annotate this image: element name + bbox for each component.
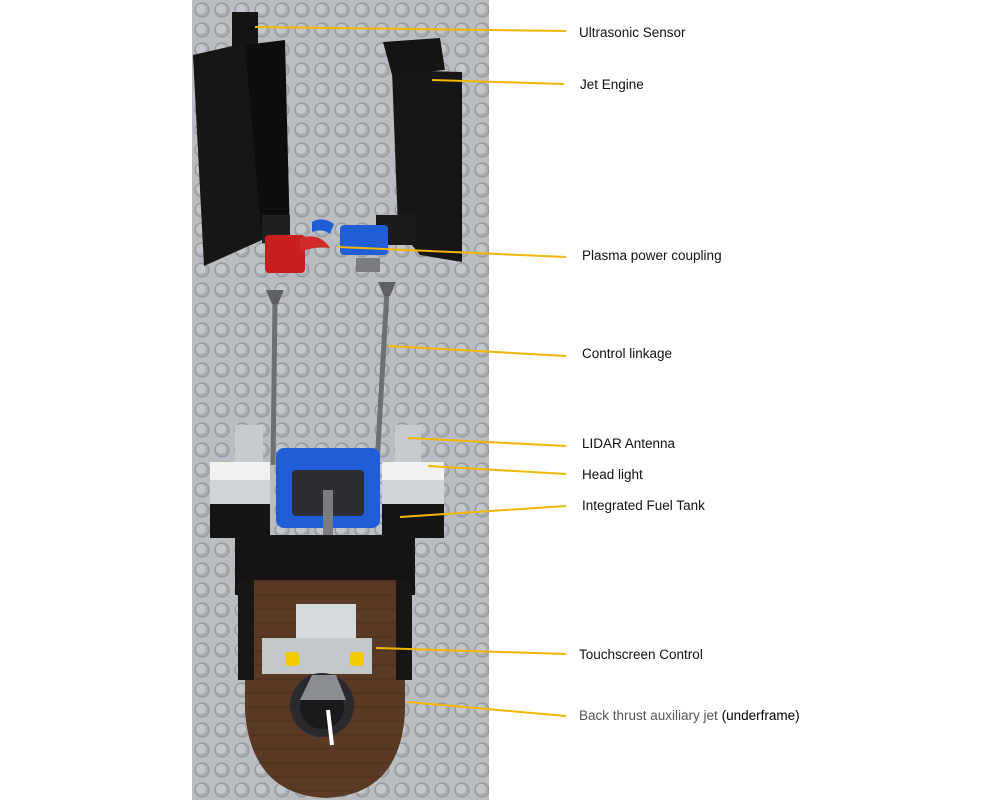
leader-line-integrated-fuel-tank (399, 505, 567, 518)
label-plasma-power-coupling: Plasma power coupling (582, 248, 722, 263)
label-ultrasonic-sensor: Ultrasonic Sensor (579, 25, 686, 40)
label-back-thrust-auxiliary-jet: Back thrust auxiliary jet (underframe) (579, 708, 800, 724)
rear-body (235, 535, 415, 798)
right-jet-engine (376, 38, 462, 262)
leader-line-jet-engine (431, 79, 565, 85)
leader-line-back-thrust (407, 701, 567, 717)
leader-line-lidar-antenna (407, 437, 567, 447)
leader-line-touchscreen-control (375, 647, 567, 655)
front-body (210, 425, 444, 575)
left-jet-engine (193, 12, 290, 266)
back-thrust-label-main: Back thrust auxiliary jet (579, 708, 718, 723)
label-integrated-fuel-tank: Integrated Fuel Tank (582, 498, 705, 513)
leader-line-ultrasonic-sensor (254, 26, 567, 32)
leader-line-head-light (427, 465, 567, 475)
back-thrust-label-suffix: (underframe) (721, 708, 800, 723)
leader-line-plasma-power-coupling (337, 246, 567, 258)
label-control-linkage: Control linkage (582, 346, 673, 361)
label-touchscreen-control: Touchscreen Control (579, 647, 703, 662)
label-lidar-antenna: LIDAR Antenna (582, 436, 676, 451)
label-jet-engine: Jet Engine (580, 77, 644, 92)
control-linkage-rods (266, 282, 396, 466)
label-head-light: Head light (582, 467, 643, 482)
leader-line-control-linkage (387, 345, 567, 357)
